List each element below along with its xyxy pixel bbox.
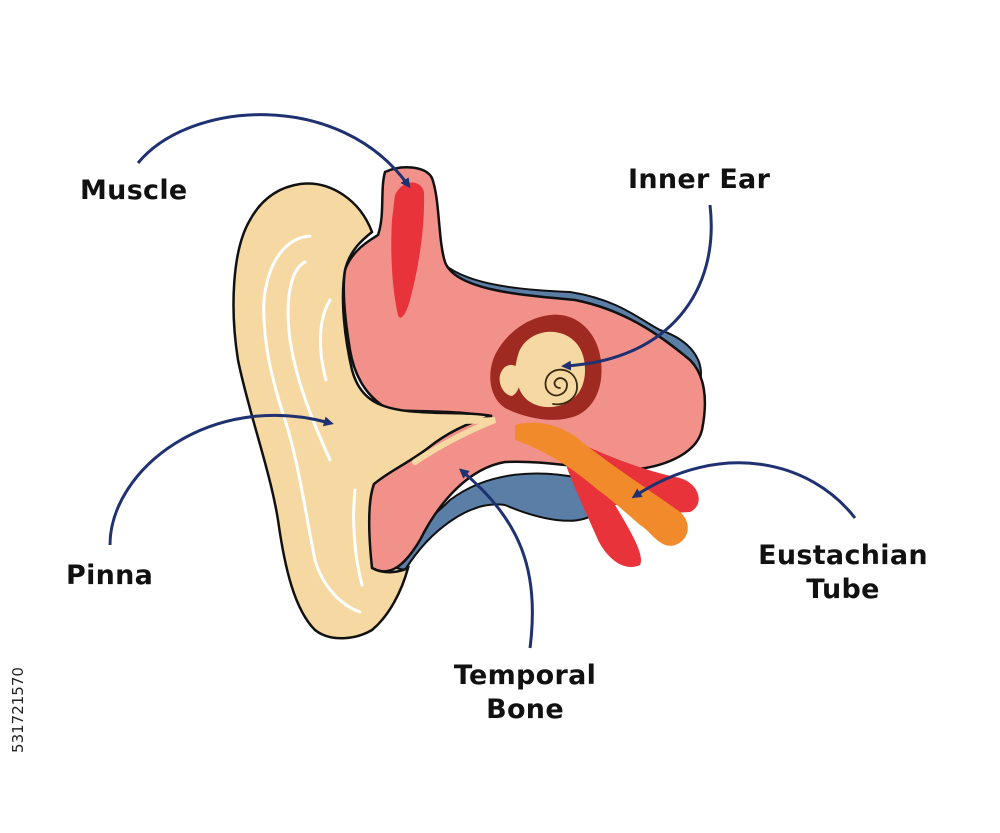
stock-image-id-text: 531721570 [9,667,27,753]
pinna-ridge-line [318,298,332,382]
pinna-ridge-line [262,234,362,614]
cochlea-spiral [544,368,578,406]
inner-ear-pointer-arrow [561,204,713,371]
stock-image-id: 531721570 [6,605,30,815]
eustachian-tube-orange [515,422,688,546]
label-eustachian-tube: Eustachian Tube [748,539,938,607]
label-temporal-line1: Temporal [453,660,597,691]
inner-ear-inner [515,331,585,408]
pinna-ridge-line [286,260,332,462]
inner-ear-vestibule [499,364,520,396]
label-pinna: Pinna [66,560,154,591]
eustachian-pointer-arrow [631,461,857,519]
temporal-bone-pointer-arrow [458,468,534,649]
pinna-shape [232,182,493,640]
label-temporal-line2: Bone [486,694,564,725]
pinna-pointer-arrow [108,413,334,546]
muscle-strip [391,182,425,318]
pinna-ridge-line [352,488,364,587]
label-muscle: Muscle [80,175,188,206]
ear-canal [377,415,497,465]
muscle-pointer-arrow [136,113,411,189]
label-inner-ear: Inner Ear [628,164,771,195]
label-eustachian-line1: Eustachian [758,540,928,571]
label-eustachian-line2: Tube [806,574,880,605]
label-temporal-bone: Temporal Bone [435,659,615,727]
